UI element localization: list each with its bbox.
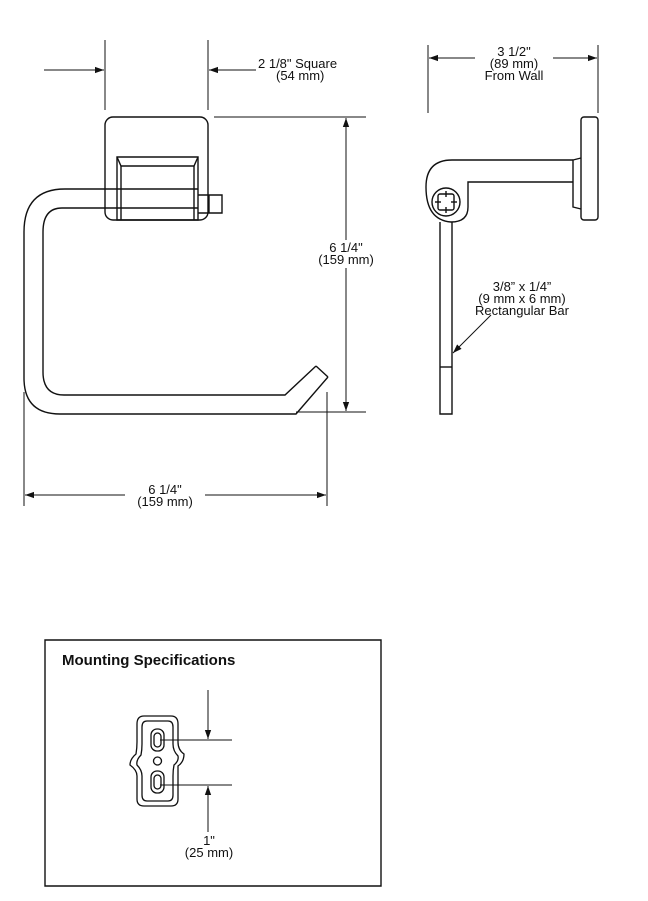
- height-dimension-imperial: 6 1/4": [329, 240, 363, 255]
- width-dimension-imperial: 6 1/4": [148, 482, 182, 497]
- bar-dimension-metric: (9 mm x 6 mm): [478, 291, 566, 306]
- side-view: [426, 117, 598, 414]
- bar-dimension-label: 3/8” x 1/4” (9 mm x 6 mm) Rectangular Ba…: [460, 279, 584, 318]
- base-dimension-label: 2 1/8" Square (54 mm): [258, 56, 338, 83]
- spacing-dimension-imperial: 1": [203, 833, 215, 848]
- height-dimension-label: 6 1/4" (159 mm): [309, 240, 383, 267]
- front-dimensions: [24, 40, 366, 506]
- spacing-dimension-metric: (25 mm): [184, 845, 234, 860]
- bar-dimension-imperial: 3/8” x 1/4”: [492, 279, 552, 294]
- depth-dimension-imperial: 3 1/2": [497, 44, 531, 59]
- mounting-center-hole: [154, 757, 162, 765]
- side-wall-plate: [581, 117, 598, 220]
- mounting-bracket: [130, 716, 184, 806]
- width-dimension-label: 6 1/4" (159 mm): [125, 482, 205, 509]
- bar-leader-arrow: [453, 315, 491, 353]
- bar-dimension-note: Rectangular Bar: [475, 303, 569, 318]
- mounting-spec-title: Mounting Specifications: [62, 652, 236, 669]
- depth-dimension-note: From Wall: [484, 68, 544, 83]
- mounting-dimensions: [160, 690, 232, 832]
- depth-dimension-label: 3 1/2" (89 mm) From Wall: [473, 44, 555, 83]
- side-rectangular-bar: [440, 222, 452, 414]
- depth-dimension-metric: (89 mm): [489, 56, 539, 71]
- mounting-spec-box: [45, 640, 381, 886]
- side-hub: [432, 188, 460, 216]
- side-arm: [426, 160, 573, 222]
- front-view: [24, 117, 328, 414]
- front-housing: [117, 157, 198, 220]
- width-dimension-metric: (159 mm): [137, 494, 193, 509]
- base-dimension-imperial: 2 1/8" Square: [258, 56, 338, 71]
- mounting-slot-bottom: [151, 771, 164, 793]
- base-dimension-metric: (54 mm): [276, 68, 325, 83]
- spacing-dimension-label: 1" (25 mm): [174, 833, 244, 860]
- side-dimensions: [428, 45, 598, 353]
- front-arm: [24, 189, 328, 414]
- height-dimension-metric: (159 mm): [318, 252, 374, 267]
